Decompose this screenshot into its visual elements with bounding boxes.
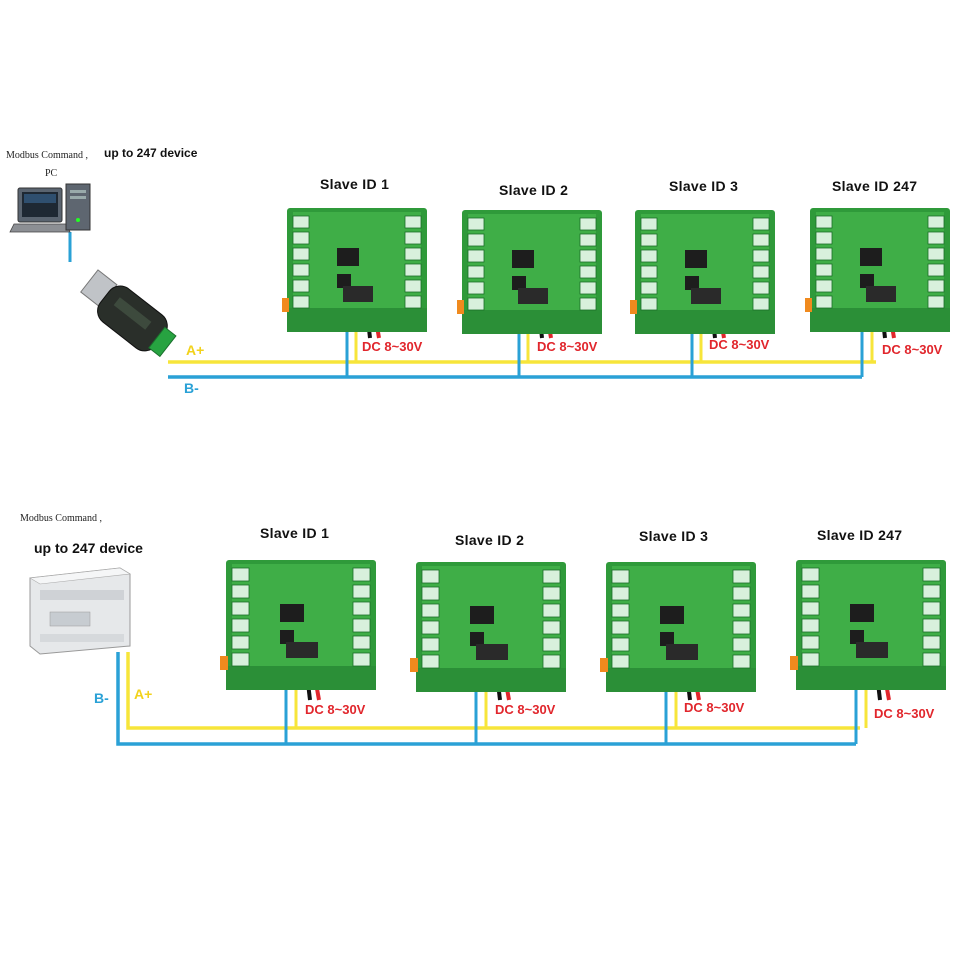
bottom-slave-title-2: Slave ID 2 [455, 532, 525, 548]
top-modbus-label: Modbus Command , [6, 150, 88, 161]
relay-board-icon [630, 210, 775, 334]
top-slave-title-1: Slave ID 1 [320, 176, 390, 192]
bottom-power-label-2: DC 8~30V [495, 702, 556, 717]
bottom-power-label-1: DC 8~30V [305, 702, 366, 717]
plc-icon [29, 567, 131, 655]
bottom-slave-title-3: Slave ID 3 [639, 528, 709, 544]
b-bus-wire-bottom [116, 652, 856, 746]
bottom-a-plus-label: A+ [134, 686, 153, 702]
top-power-label-1: DC 8~30V [362, 339, 423, 354]
bottom-power-label-4: DC 8~30V [874, 706, 935, 721]
relay-board-icon [790, 560, 946, 690]
top-b-minus-label: B- [184, 380, 199, 396]
bottom-power-label-3: DC 8~30V [684, 700, 745, 715]
top-power-label-4: DC 8~30V [882, 342, 943, 357]
pc-icon [9, 183, 91, 233]
relay-board-icon [805, 208, 950, 332]
usb-rs485-adapter-icon [80, 269, 177, 358]
bottom-b-minus-label: B- [94, 690, 109, 706]
relay-board-icon [282, 208, 427, 332]
bottom-slave-title-1: Slave ID 1 [260, 525, 330, 541]
relay-boards [220, 208, 950, 692]
relay-board-icon [410, 562, 566, 692]
top-slave-title-2: Slave ID 2 [499, 182, 569, 198]
top-power-label-3: DC 8~30V [709, 337, 770, 352]
pc-label: PC [45, 168, 58, 179]
top-slave-title-3: Slave ID 3 [669, 178, 739, 194]
relay-board-icon [457, 210, 602, 334]
a-bus-wire-bottom [126, 652, 860, 730]
bottom-modbus-label: Modbus Command , [20, 513, 102, 524]
top-a-plus-label: A+ [186, 342, 205, 358]
relay-board-icon [220, 560, 376, 690]
relay-board-icon [600, 562, 756, 692]
bottom-slave-title-4: Slave ID 247 [817, 527, 903, 543]
bottom-capacity-label: up to 247 device [34, 540, 143, 556]
top-power-label-2: DC 8~30V [537, 339, 598, 354]
top-capacity-label: up to 247 device [104, 146, 198, 160]
top-slave-title-4: Slave ID 247 [832, 178, 918, 194]
